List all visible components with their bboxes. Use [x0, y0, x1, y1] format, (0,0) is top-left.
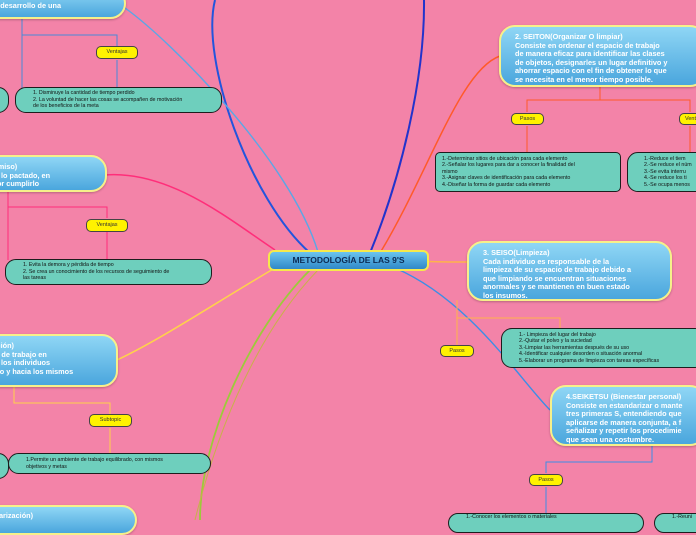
label-pasos-seiton[interactable]: Pasos [511, 113, 544, 125]
topic-left-3[interactable]: inación) rma de trabajo en dos los indiv… [0, 334, 118, 387]
detail-seiton-advantages[interactable]: 1.-Reduce el tiem 2.-Se reduce el núm 3.… [627, 152, 696, 192]
topic-seiso[interactable]: 3. SEISO(Limpieza) Cada individuo es res… [467, 241, 672, 301]
topic-seiketsu[interactable]: 4.SEIKETSU (Bienestar personal) Consiste… [550, 385, 696, 446]
detail-left-1[interactable]: 1. Disminuye la cantidad de tiempo perdi… [15, 87, 222, 113]
detail-seiketsu-advantages[interactable]: 1.-Reuni [654, 513, 696, 533]
label-pasos-seiketsu[interactable]: Pasos [529, 474, 563, 486]
label-pasos-seiso[interactable]: Pasos [440, 345, 474, 357]
detail-seiton-steps[interactable]: 1.-Determinar sitios de ubicación para c… [435, 152, 621, 192]
label-subtopic[interactable]: Subtopic [89, 414, 132, 427]
topic-left-1[interactable]: a el desarrollo de una [0, 0, 126, 19]
central-topic[interactable]: METODOLOGÍA DE LAS 9'S [268, 250, 429, 271]
label-ventajas-1[interactable]: Ventajas [96, 46, 138, 59]
topic-seiton[interactable]: 2. SEITON(Organizar O limpiar) Consiste … [499, 25, 696, 87]
detail-seiketsu-steps[interactable]: 1.-Conocer los elementos o materiales [448, 513, 644, 533]
detail-left-3[interactable]: 1.Permite un ambiente de trabajo equilib… [8, 453, 211, 474]
label-ventajas-seiton[interactable]: Venta [679, 113, 696, 125]
topic-left-2[interactable]: promiso) con lo pactado, en o por cumpli… [0, 155, 107, 192]
topic-left-4[interactable]: andarización) [0, 505, 137, 535]
label-ventajas-2[interactable]: Ventajas [86, 219, 128, 232]
detail-seiso-steps[interactable]: 1.- Limpieza del lugar del trabajo 2.-Qu… [501, 328, 696, 368]
detail-left-2[interactable]: 1. Evita la demora y pérdida de tiempo 2… [5, 259, 212, 285]
